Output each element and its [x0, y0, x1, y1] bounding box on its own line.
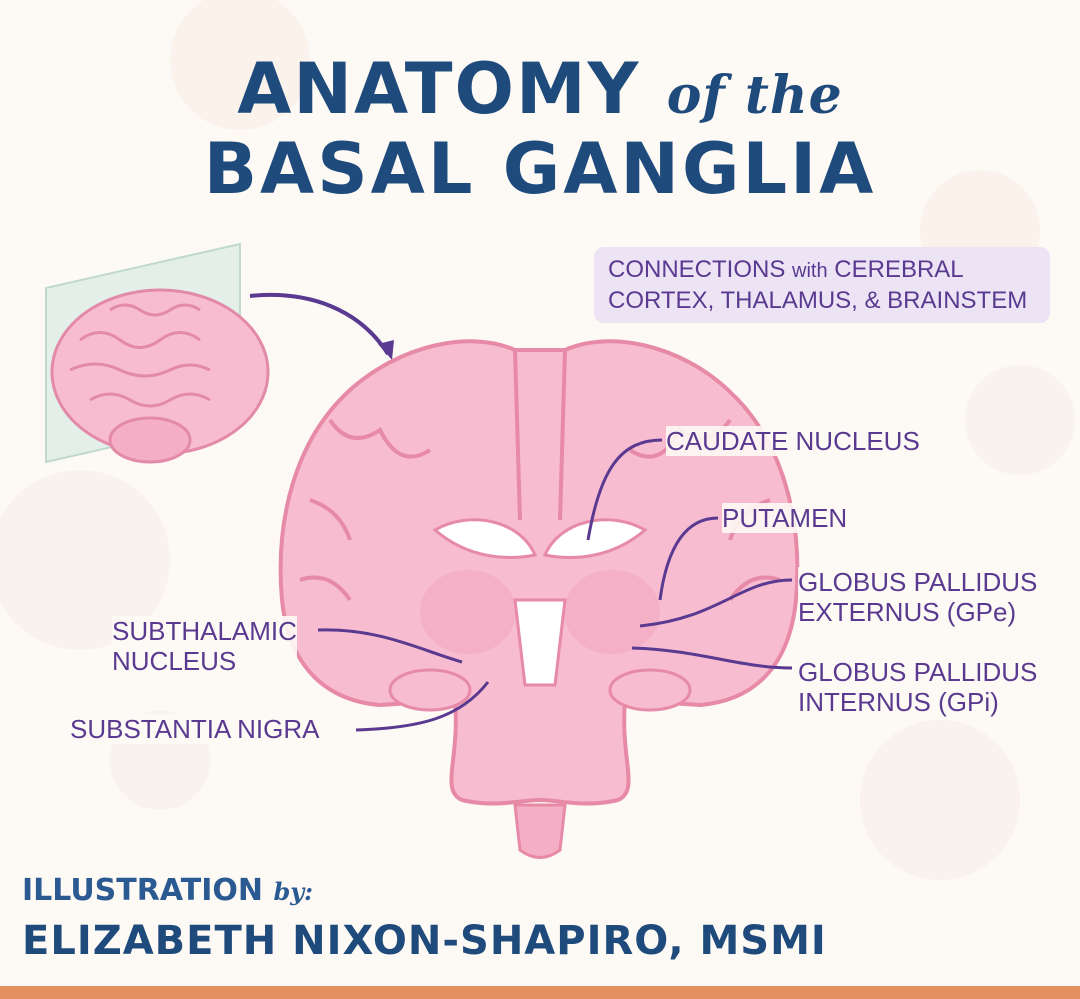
label-putamen: PUTAMEN — [722, 503, 848, 533]
label-globus-pallidus-externus: GLOBUS PALLIDUS EXTERNUS (GPe) — [798, 567, 1038, 627]
label-subthalamic-nucleus: SUBTHALAMIC NUCLEUS — [112, 616, 297, 676]
arrow-head-icon — [378, 340, 394, 360]
label-substantia-nigra: SUBSTANTIA NIGRA — [70, 714, 320, 744]
label-globus-pallidus-internus: GLOBUS PALLIDUS INTERNUS (GPi) — [798, 657, 1038, 717]
label-caudate-nucleus: CAUDATE NUCLEUS — [666, 426, 920, 456]
title-connector: of the — [666, 65, 843, 126]
illustrator-name: ELIZABETH NIXON-SHAPIRO, MSMI — [22, 918, 827, 964]
label-leader-lines — [317, 438, 793, 732]
whole-brain-thumbnail — [45, 242, 270, 464]
illustration-credit-label: ILLUSTRATION by: — [22, 873, 314, 908]
page-title-line1: ANATOMY of the — [237, 48, 843, 130]
page-title-line2: BASAL GANGLIA — [203, 128, 877, 210]
coronal-brain-section — [278, 339, 800, 859]
bottom-accent-bar — [0, 986, 1080, 999]
connections-note: CONNECTIONS with CEREBRAL CORTEX, THALAM… — [594, 247, 1050, 323]
pointer-arrow — [249, 293, 390, 356]
